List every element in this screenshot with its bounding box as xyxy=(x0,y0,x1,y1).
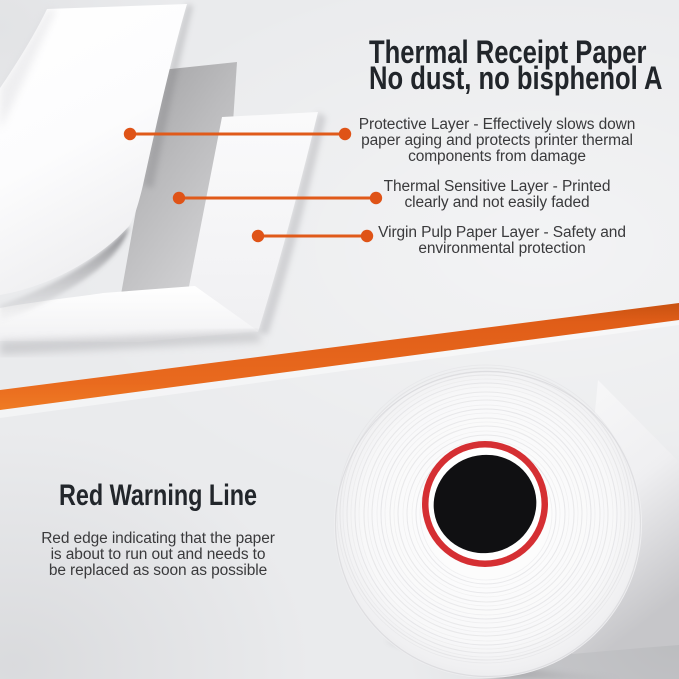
title-line-2: No dust, no bisphenol A xyxy=(369,60,663,96)
orange-divider-band xyxy=(0,303,679,418)
warning-heading: Red Warning Line xyxy=(58,479,258,512)
title-line-1: Thermal Receipt Paper xyxy=(369,34,647,70)
callout-1-right-dot xyxy=(338,127,352,141)
band-orange-stripe xyxy=(0,303,679,410)
warning-description: Red edge indicating that the paper is ab… xyxy=(41,530,275,579)
paper-stack-base xyxy=(0,286,258,342)
callout-1-left-dot xyxy=(123,127,137,141)
paper-layer-virgin-pulp-shadow xyxy=(258,112,326,335)
paper-layer-protective xyxy=(0,4,187,295)
callout-3-connector xyxy=(251,229,374,243)
roll-paper-rings xyxy=(334,364,642,678)
band-white-edge xyxy=(0,320,679,418)
callout-2-label: Thermal Sensitive Layer - Printed clearl… xyxy=(383,178,611,211)
callout-3-right-dot xyxy=(360,229,374,243)
paper-roll-illustration xyxy=(334,364,679,679)
sheet-a-cast-shadow xyxy=(143,4,193,188)
callout-1-label: Protective Layer - Effectively slows dow… xyxy=(358,116,636,165)
paper-stack-drop-shadow xyxy=(0,331,262,355)
callout-connectors xyxy=(123,127,383,243)
callout-1-connector xyxy=(123,127,352,141)
page-title: Thermal Receipt Paper No dust, no bisphe… xyxy=(369,34,663,96)
roll-core-hole xyxy=(433,454,537,554)
callout-2-connector xyxy=(172,191,383,205)
paper-curl-shadow xyxy=(0,226,129,322)
callout-3-label: Virgin Pulp Paper Layer - Safety and env… xyxy=(378,224,626,257)
paper-layer-virgin-pulp xyxy=(141,112,318,341)
callout-3-left-dot xyxy=(251,229,265,243)
paper-layers-illustration xyxy=(0,4,326,355)
callout-2-left-dot xyxy=(172,191,186,205)
callout-2-right-dot xyxy=(369,191,383,205)
sheet-a-left-shading xyxy=(0,9,57,130)
